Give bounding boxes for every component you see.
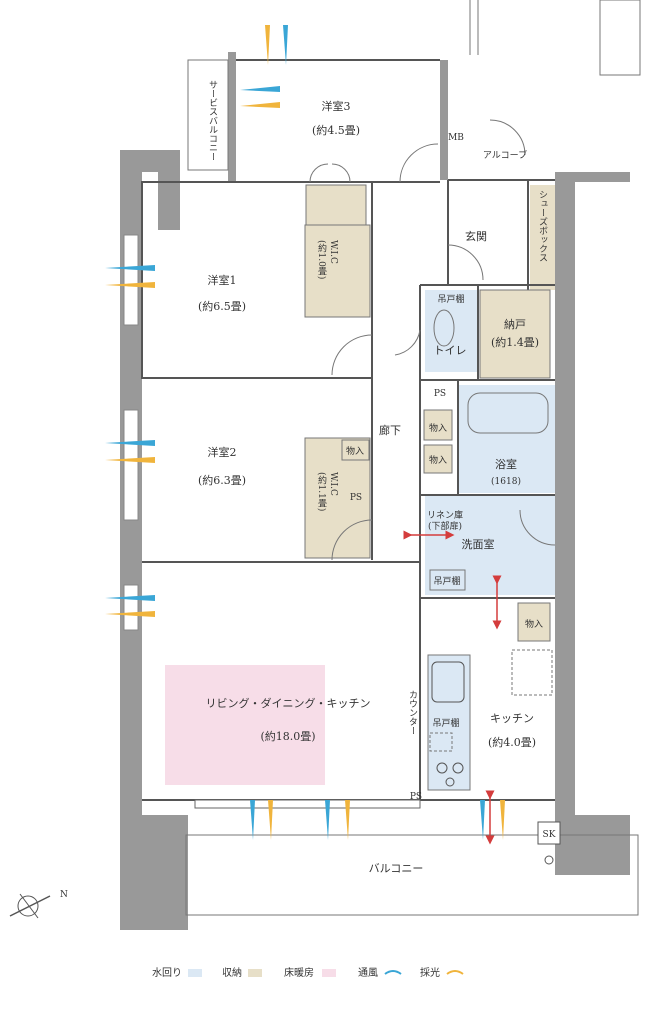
sink-icon bbox=[431, 661, 465, 703]
compass-n: N bbox=[60, 890, 68, 900]
legend-daylight-swatch bbox=[446, 970, 464, 975]
hanging-shelf-label-1: 吊戸棚 bbox=[437, 293, 464, 305]
bath-name: 浴室 bbox=[495, 457, 517, 471]
linen-label-1: リネン庫 bbox=[427, 509, 463, 521]
storage-label-2: 物入 bbox=[429, 454, 447, 466]
door-swings bbox=[309, 119, 556, 561]
storage-box-2 bbox=[424, 445, 452, 473]
legend-floor-heating-swatch bbox=[322, 969, 336, 977]
legend-floor-heating: 床暖房 bbox=[284, 966, 314, 979]
washroom-area bbox=[425, 495, 558, 595]
storage-label-1: 物入 bbox=[429, 422, 447, 434]
hanging-shelf-label-3: 吊戸棚 bbox=[432, 717, 459, 729]
closet-size: (約1.4畳) bbox=[491, 335, 539, 349]
wic1-area bbox=[305, 225, 370, 317]
western3-size: (約4.5畳) bbox=[312, 123, 360, 137]
ps-label-2: PS bbox=[350, 493, 362, 503]
compass-icon bbox=[9, 893, 51, 919]
toilet-name: トイレ bbox=[434, 344, 467, 357]
western1-size: (約6.5畳) bbox=[198, 299, 246, 313]
western2-name: 洋室2 bbox=[208, 445, 237, 459]
walls bbox=[120, 52, 630, 930]
storage-box-3 bbox=[342, 440, 369, 460]
balcony-name: バルコニー bbox=[369, 862, 424, 875]
wic2-name: W.I.C bbox=[328, 472, 338, 496]
sk-label: SK bbox=[543, 830, 556, 840]
balcony-sash bbox=[194, 799, 421, 809]
western2-size: (約6.3畳) bbox=[198, 473, 246, 487]
legend-storage: 収納 bbox=[222, 966, 242, 979]
legend-storage-swatch bbox=[248, 969, 262, 977]
wic1-name: W.I.C bbox=[328, 240, 338, 264]
entrance-name: 玄関 bbox=[465, 229, 487, 243]
legend-ventilation-swatch bbox=[384, 970, 402, 975]
linen-label-2: (下部扉) bbox=[428, 520, 462, 532]
closet-name: 納戸 bbox=[504, 318, 526, 331]
bath-size: (1618) bbox=[491, 476, 521, 487]
daylight-markers bbox=[105, 25, 505, 840]
ps-label-1: PS bbox=[434, 389, 446, 399]
stove-icon bbox=[436, 762, 464, 787]
storage-box-1 bbox=[424, 410, 452, 440]
flow-arrows bbox=[403, 530, 502, 845]
thin-lines bbox=[185, 0, 641, 916]
ps-label-3: PS bbox=[410, 792, 422, 802]
kitchen-name: キッチン bbox=[490, 712, 534, 725]
shoebox-name: シューズボックス bbox=[537, 190, 548, 262]
shoebox-area bbox=[530, 185, 556, 290]
storage-box-4 bbox=[518, 603, 550, 641]
floor-heating-area bbox=[165, 665, 325, 785]
legend: 水回り 収納 床暖房 通風 採光 bbox=[152, 966, 464, 979]
corridor-name: 廊下 bbox=[379, 423, 401, 437]
legend-water-swatch bbox=[188, 969, 202, 977]
living-size: (約18.0畳) bbox=[260, 729, 315, 743]
living-name: リビング・ダイニング・キッチン bbox=[206, 696, 371, 710]
western1-name: 洋室1 bbox=[208, 273, 237, 287]
bath-area bbox=[458, 385, 558, 493]
wic1-size: (約1.0畳) bbox=[316, 240, 327, 279]
closet-area bbox=[480, 290, 550, 378]
service-balcony-name: サービスバルコニー bbox=[207, 80, 218, 161]
wic3-shelf bbox=[306, 185, 366, 225]
kitchen-size: (約4.0畳) bbox=[488, 735, 536, 749]
legend-daylight: 採光 bbox=[420, 966, 440, 979]
western3-name: 洋室3 bbox=[322, 99, 351, 113]
hanging-shelf-label-2: 吊戸棚 bbox=[433, 575, 460, 587]
mb-label: MB bbox=[448, 133, 464, 143]
washroom-name: 洗面室 bbox=[462, 537, 495, 551]
alcove-name: アルコーブ bbox=[483, 149, 527, 161]
legend-water: 水回り bbox=[152, 967, 182, 979]
counter-name: カウンター bbox=[407, 690, 418, 735]
legend-ventilation: 通風 bbox=[358, 967, 378, 979]
ventilation-markers bbox=[105, 25, 485, 840]
wic2-size: (約1.1畳) bbox=[316, 472, 327, 511]
hanging-shelf-kitchen bbox=[429, 732, 453, 752]
storage-label-4: 物入 bbox=[525, 618, 543, 630]
storage-label-3: 物入 bbox=[346, 445, 364, 457]
